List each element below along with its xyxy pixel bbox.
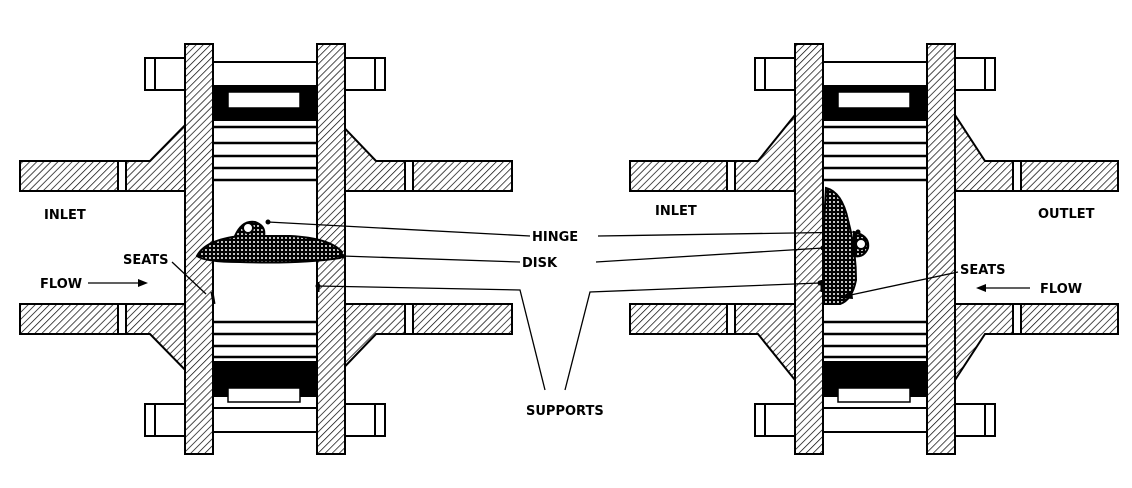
outlet-label: OUTLET [1038,207,1095,222]
support-leader-dot-right [817,280,823,286]
left-flow-label: FLOW [40,277,82,292]
right-seats-label: SEATS [960,263,1006,278]
support-leader-dot-left [315,283,321,289]
right-body-lines [823,125,927,359]
disk-leader-dot-left [339,253,345,259]
left-bottom-bolt [144,403,386,437]
right-top-bolt [754,57,996,91]
left-pipe-lower [19,303,513,383]
right-outlet-flange [926,43,956,455]
hinge-leader-dot-right [855,229,861,235]
left-body-lines [213,125,317,359]
left-pipe-upper [19,112,513,192]
right-inlet-label: INLET [655,204,697,219]
left-top-bolt [144,57,386,91]
hinge-label: HINGE [532,230,578,245]
right-flow-arrow [976,284,1030,292]
disk-leader-dot-right [820,245,826,251]
left-inlet-label: INLET [44,208,86,223]
right-disk [822,186,870,305]
supports-label: SUPPORTS [526,404,604,419]
left-valve-assembly [19,43,513,455]
right-seats-arrow [840,271,959,299]
left-disk [195,220,344,264]
right-valve-assembly [629,43,1119,455]
right-bottom-bolt [754,403,996,437]
right-pipe-upper [629,111,1119,192]
right-pipe-lower [629,303,1119,384]
left-seat-mark [210,291,216,305]
left-flow-arrow [88,279,148,287]
hinge-leader-dot-left [265,219,271,225]
left-seats-label: SEATS [123,253,169,268]
disk-label: DISK [522,256,558,271]
leader-lines [171,221,859,391]
right-flow-label: FLOW [1040,282,1082,297]
